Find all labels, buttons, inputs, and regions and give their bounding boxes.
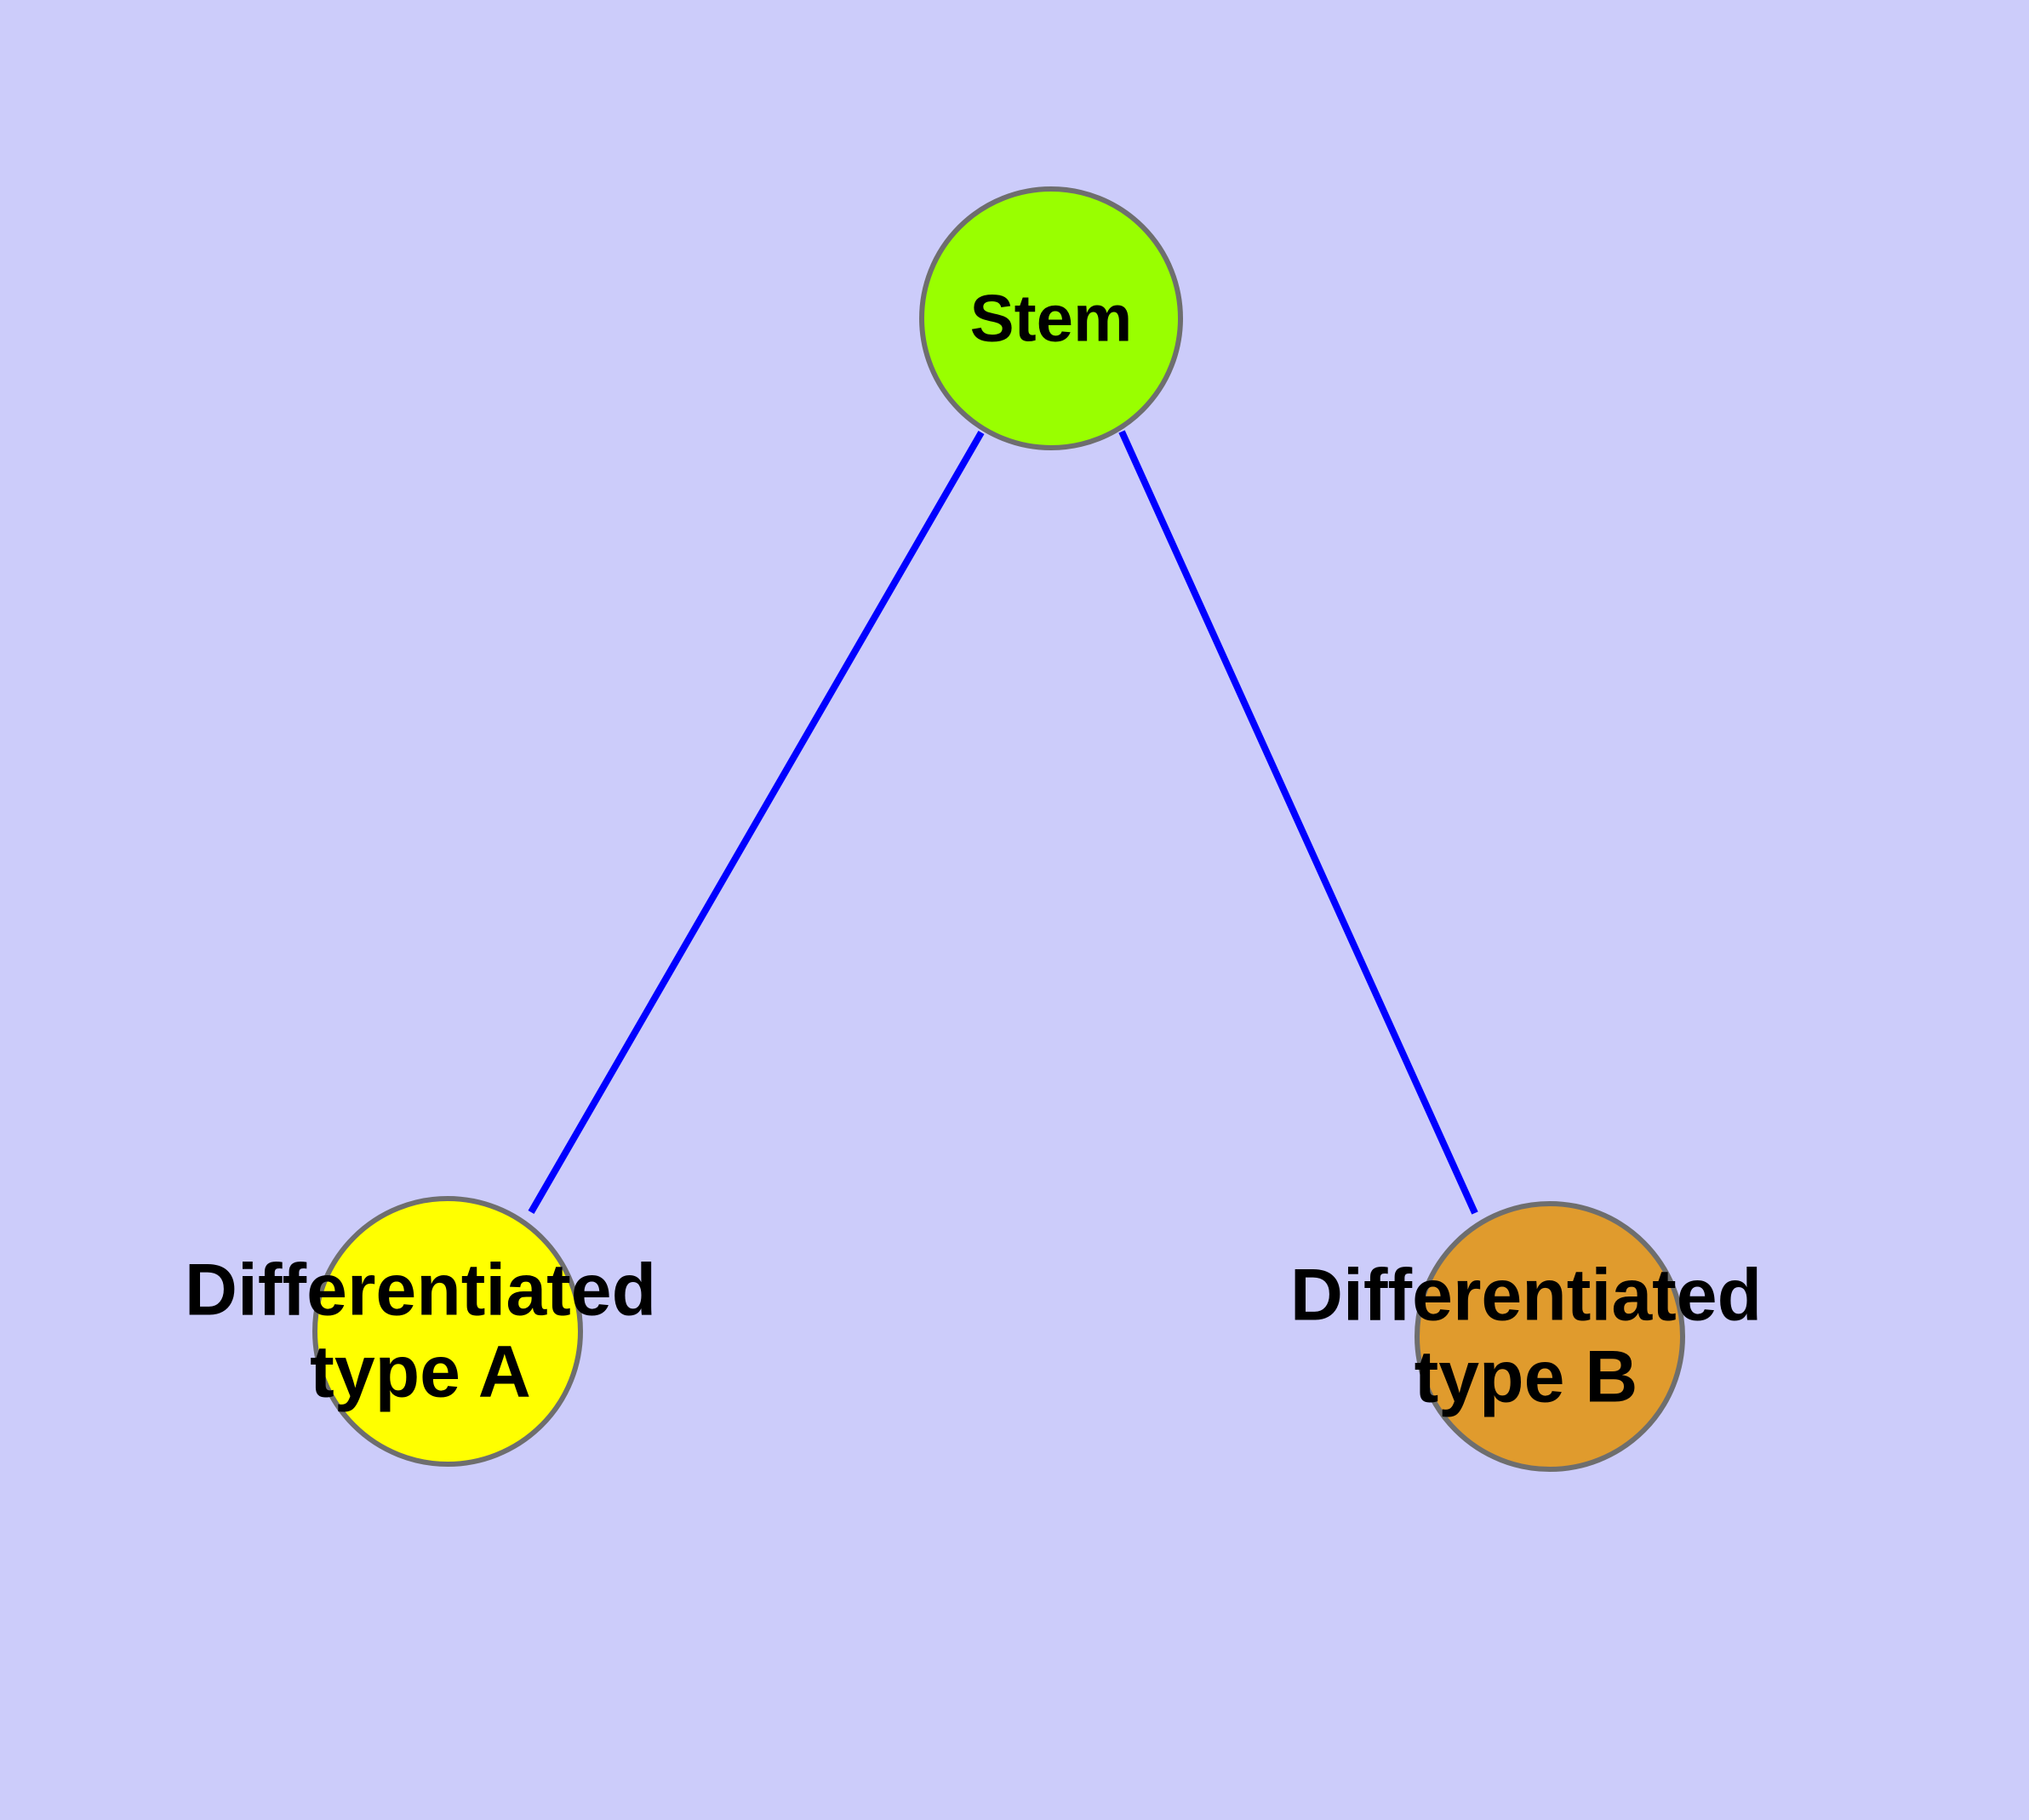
edge-stem-to-type-a xyxy=(528,430,985,1215)
node-stem[interactable] xyxy=(919,186,1183,450)
edge-stem-to-type-b xyxy=(1118,430,1478,1215)
node-layer xyxy=(312,186,1685,1472)
edge-layer xyxy=(528,430,1478,1215)
node-differentiated-type-b[interactable] xyxy=(1415,1201,1685,1472)
node-differentiated-type-a[interactable] xyxy=(312,1196,583,1467)
